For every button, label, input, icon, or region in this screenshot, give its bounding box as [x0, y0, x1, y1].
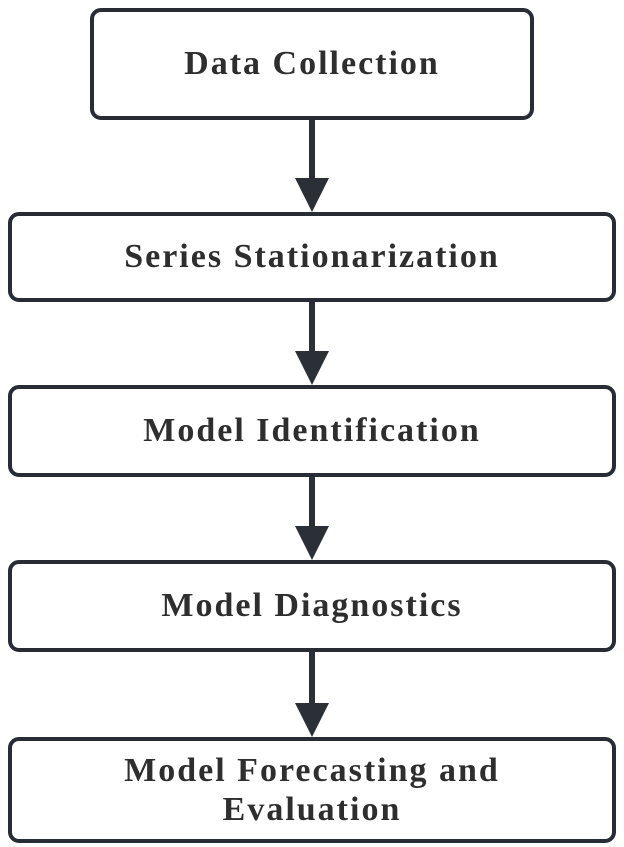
arrow-down-icon	[295, 351, 329, 385]
arrow-stem	[309, 477, 315, 526]
step-box-model-diagnostics: Model Diagnostics	[8, 560, 616, 652]
arrow-stem	[309, 302, 315, 351]
step-label-model-diagnostics: Model Diagnostics	[161, 587, 463, 625]
arrow-stem	[309, 652, 315, 703]
step-label-series-stationarization: Series Stationarization	[124, 238, 500, 276]
connector-arrow-1	[295, 120, 329, 212]
connector-arrow-4	[295, 652, 329, 737]
step-box-data-collection: Data Collection	[90, 8, 534, 120]
arrow-down-icon	[295, 178, 329, 212]
connector-arrow-3	[295, 477, 329, 560]
arrow-down-icon	[295, 526, 329, 560]
connector-arrow-2	[295, 302, 329, 385]
step-box-series-stationarization: Series Stationarization	[8, 212, 616, 302]
step-label-model-forecasting-evaluation: Model Forecasting and Evaluation	[124, 751, 500, 828]
step-box-model-forecasting-evaluation: Model Forecasting and Evaluation	[8, 737, 616, 843]
arrow-down-icon	[295, 703, 329, 737]
step-box-model-identification: Model Identification	[8, 385, 616, 477]
step-label-data-collection: Data Collection	[184, 45, 440, 83]
step-label-model-identification: Model Identification	[143, 412, 481, 450]
arrow-stem	[309, 120, 315, 178]
